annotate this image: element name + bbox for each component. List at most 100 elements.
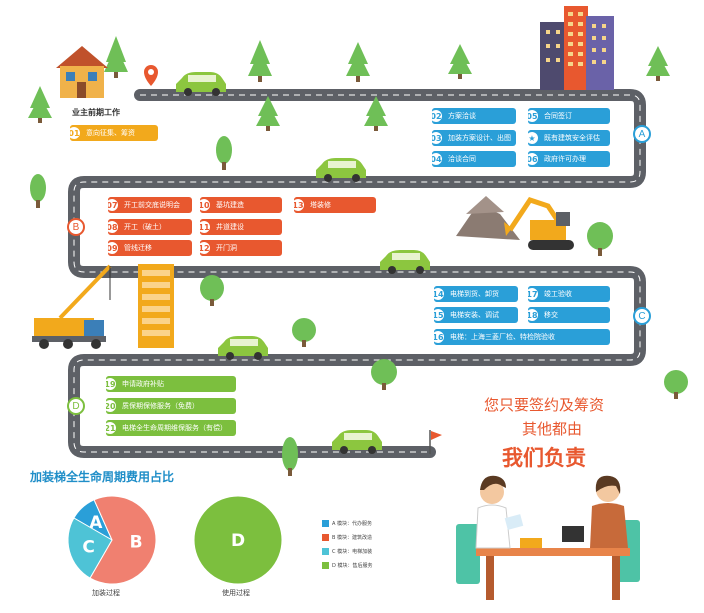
tree-icon [646,46,670,81]
location-pin-icon [144,65,158,86]
pie-usage: D [193,495,283,585]
stage-number: 17 [528,286,540,302]
stage-label: 基坑建造 [216,201,244,209]
slogan-line-2: 其他都由 [522,420,583,438]
tree-icon [664,370,688,394]
stage-05[interactable]: 05 合同签订 [528,108,610,124]
station-c: C [633,307,651,325]
stage-label: 加装方案设计、出图 [448,134,511,142]
stage-number: ★ [528,130,540,146]
pie-slice-label: D [231,531,245,551]
legend-item-c: C 模块：电梯加装 [322,548,372,555]
stage-10[interactable]: 10 基坑建造 [200,197,282,213]
stage-label: 电梯全生命周期维保服务（有偿） [122,424,227,432]
pie-slice-label: C [82,537,94,557]
winding-road [68,89,646,458]
legend-item-d: D 模块：售后服务 [322,562,372,569]
stage-number: 01 [70,125,82,141]
legend-item-a: A 模块：代办服务 [322,520,372,527]
stage-number: 16 [434,329,446,345]
stage-number: 08 [108,219,120,235]
owner-stage-title: 业主前期工作 [72,108,120,117]
stage-21[interactable]: 21 电梯全生命周期维保服务（有偿） [106,420,236,436]
stage-number: 06 [528,151,540,167]
stage-17[interactable]: 17 竣工验收 [528,286,610,302]
stage-16[interactable]: 16 电梯：上海三菱厂检、特检院验收 [434,329,610,345]
stage-label: 既有建筑安全评估 [544,134,600,142]
stage-12[interactable]: 12 开门洞 [200,240,282,256]
meeting-illustration [456,475,640,600]
tree-icon [104,36,128,78]
stage-14[interactable]: 14 电梯到货、卸货 [434,286,518,302]
tree-icon [248,40,272,82]
legend-text: C 模块：电梯加装 [332,549,373,555]
pie-label-installation: 加装过程 [92,589,120,597]
stage-13[interactable]: 13 塔装修 [294,197,376,213]
pie-slice-label: A [89,513,103,533]
legend-swatch [322,520,329,527]
stage-label: 合同签订 [544,112,572,120]
stage-number: 18 [528,307,540,323]
stage-number: 02 [432,108,444,124]
car-icon [218,336,268,360]
stage-15[interactable]: 15 电梯安装、调试 [434,307,518,323]
stage-20[interactable]: 20 质保期保修服务（免费） [106,398,236,414]
stage-03[interactable]: 03 加装方案设计、出图 [432,130,516,146]
slogan-line-3: 我们负责 [502,446,586,470]
stage-number: 03 [432,130,444,146]
station-d: D [67,397,85,415]
pie-slice-b [89,495,157,585]
excavator-icon [456,196,574,250]
stage-label: 开门洞 [216,244,237,252]
city-buildings-icon [540,6,614,90]
stage-06[interactable]: 06 政府许可办理 [528,151,610,167]
legend-text: A 模块：代办服务 [332,521,373,527]
pie-slice-label: B [130,532,143,552]
tree-icon [364,96,388,131]
stage-label: 移交 [544,311,558,319]
stage-number: 15 [434,307,446,323]
tree-icon [256,96,280,131]
tree-icon [30,174,46,202]
stage-label: 管线迁移 [124,244,152,252]
stage-01[interactable]: 01 意向征集、筹资 [70,125,158,141]
stage-number: 09 [108,240,120,256]
pie-installation: A B C [67,495,157,585]
tree-icon [587,222,613,250]
stage-number: 19 [106,376,118,392]
stage-label: 洽谈合同 [448,155,476,163]
stage-02[interactable]: 02 方案洽谈 [432,108,516,124]
station-a: A [633,125,651,143]
chart-title: 加装梯全生命周期费用占比 [30,470,175,484]
stage-number: 13 [294,197,306,213]
stage-number: 05 [528,108,540,124]
stage-number: 11 [200,219,212,235]
stage-04[interactable]: 04 洽谈合同 [432,151,516,167]
stage-19[interactable]: 19 申请政府补贴 [106,376,236,392]
stage-07[interactable]: 07 开工前交底说明会 [108,197,192,213]
pie-slice-d [193,495,283,585]
stage-label: 电梯：上海三菱厂检、特检院验收 [450,333,555,341]
stage-08[interactable]: 08 开工（破土） [108,219,192,235]
legend-swatch [322,534,329,541]
stage-label: 电梯安装、调试 [450,311,499,319]
stage-number: 04 [432,151,444,167]
stage-label: 塔装修 [310,201,331,209]
stage-label: 申请政府补贴 [122,380,164,388]
stage-18[interactable]: 18 移交 [528,307,610,323]
stage-number: 12 [200,240,212,256]
stage-11[interactable]: 11 井道建设 [200,219,282,235]
legend-item-b: B 模块：建筑改造 [322,534,372,541]
stage-label: 政府许可办理 [544,155,586,163]
stage-09[interactable]: 09 管线迁移 [108,240,192,256]
tree-icon [371,359,397,385]
stage-safety-assessment[interactable]: ★ 既有建筑安全评估 [528,130,610,146]
stage-number: 10 [200,197,212,213]
stage-label: 井道建设 [216,223,244,231]
tree-icon [448,44,472,79]
car-icon [176,72,226,96]
pie-slice-c [67,517,113,579]
tree-icon [292,318,316,342]
tree-icon [200,275,224,301]
